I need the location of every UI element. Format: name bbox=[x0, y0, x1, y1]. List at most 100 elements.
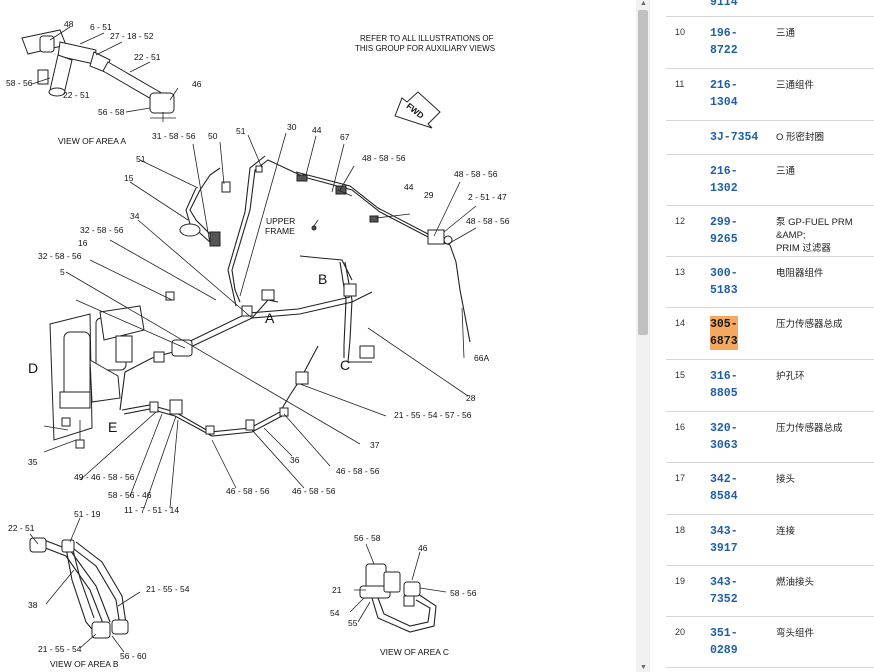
part-number-link[interactable]: 216-1304 bbox=[710, 79, 738, 109]
part-description: 弯头组件 bbox=[776, 628, 815, 639]
callout-44-b: 44 bbox=[404, 182, 414, 192]
callout-46-58-56-a: 46 - 58 - 56 bbox=[336, 466, 380, 476]
part-number-link[interactable]: 316-8805 bbox=[710, 370, 738, 400]
view-b-label: VIEW OF AREA B bbox=[50, 659, 119, 669]
callout-30: 30 bbox=[287, 122, 297, 132]
table-row[interactable]: 216-1302 三通 bbox=[666, 155, 874, 206]
callout-22-51-b: 22 - 51 bbox=[8, 523, 35, 533]
callout-48: 48 bbox=[64, 19, 74, 29]
scroll-up-arrow-icon[interactable]: ▲ bbox=[640, 0, 647, 7]
callout-27-18-52: 27 - 18 - 52 bbox=[110, 31, 154, 41]
letter-b: B bbox=[318, 271, 327, 287]
callout-58-56-c: 58 - 56 bbox=[450, 588, 477, 598]
callout-38: 38 bbox=[28, 600, 38, 610]
callout-48-58-56-b: 48 - 58 - 56 bbox=[454, 169, 498, 179]
table-row[interactable]: 20 351-0289 弯头组件 bbox=[666, 617, 874, 668]
item-number: 12 bbox=[675, 216, 686, 226]
callout-5: 5 bbox=[60, 267, 65, 277]
callout-32-58-56-a: 32 - 58 - 56 bbox=[80, 225, 124, 235]
callout-51-a: 51 bbox=[236, 126, 246, 136]
part-number-link[interactable]: 351-0289 bbox=[710, 627, 738, 657]
part-number-partial[interactable]: 9114 bbox=[710, 0, 738, 9]
part-number-link[interactable]: 343-3917 bbox=[710, 525, 738, 555]
part-number-link[interactable]: 216-1302 bbox=[710, 165, 738, 195]
part-number-link[interactable]: 299-9265 bbox=[710, 216, 738, 246]
part-description: 三通 bbox=[776, 166, 796, 177]
diagram-svg: 48 6 - 51 27 - 18 - 52 22 - 51 58 - 56 2… bbox=[6, 19, 510, 669]
table-row[interactable]: 17 342-8584 接头 bbox=[666, 463, 874, 515]
callout-29: 29 bbox=[424, 190, 434, 200]
table-row[interactable]: 19 343-7352 燃油接头 bbox=[666, 566, 874, 617]
table-row[interactable]: 13 300-5183 电阻器组件 bbox=[666, 257, 874, 308]
callout-2-51-47: 2 - 51 - 47 bbox=[468, 192, 507, 202]
callout-67: 67 bbox=[340, 132, 350, 142]
part-number-link-highlighted[interactable]: 305-6873 bbox=[710, 316, 738, 350]
table-row-selected[interactable]: 14 305-6873 压力传感器总成 bbox=[666, 308, 874, 360]
item-number: 19 bbox=[675, 576, 686, 586]
scroll-thumb[interactable] bbox=[638, 10, 648, 335]
part-description: 三通 bbox=[776, 28, 796, 39]
part-description: 接头 bbox=[776, 474, 796, 485]
item-number: 17 bbox=[675, 473, 686, 483]
part-number-link[interactable]: 3J-7354 bbox=[710, 131, 759, 144]
table-row[interactable]: 12 299-9265 泵 GP-FUEL PRM &AMP; PRIM 过滤器 bbox=[666, 206, 874, 257]
callout-21-c: 21 bbox=[332, 585, 342, 595]
callout-48-58-56-c: 48 - 58 - 56 bbox=[466, 216, 510, 226]
scroll-down-arrow-icon[interactable]: ▼ bbox=[640, 664, 647, 671]
view-b-detail bbox=[29, 537, 129, 639]
fwd-arrow: FWD bbox=[394, 91, 441, 129]
letter-d: D bbox=[28, 360, 38, 376]
vertical-scrollbar[interactable]: ▲ ▼ bbox=[636, 0, 650, 672]
callout-22-51-mid: 22 - 51 bbox=[63, 90, 90, 100]
part-description: 压力传感器总成 bbox=[776, 319, 843, 330]
fuel-filter-assembly bbox=[43, 305, 145, 449]
callout-46-58-56-b: 46 - 58 - 56 bbox=[226, 486, 270, 496]
callout-55-c: 55 bbox=[348, 618, 358, 628]
part-number-link[interactable]: 196-8722 bbox=[710, 27, 738, 57]
callout-46-c: 46 bbox=[418, 543, 428, 553]
letter-c: C bbox=[340, 357, 350, 373]
callout-58-56-top: 58 - 56 bbox=[6, 78, 33, 88]
item-number: 18 bbox=[675, 525, 686, 535]
part-number-link[interactable]: 320-3063 bbox=[710, 422, 738, 452]
callout-58-56-46: 58 - 56 - 46 bbox=[108, 490, 152, 500]
clamps bbox=[149, 165, 453, 435]
part-description: 连接 bbox=[776, 526, 796, 537]
callout-28: 28 bbox=[466, 393, 476, 403]
part-number-link[interactable]: 300-5183 bbox=[710, 267, 738, 297]
view-a-detail bbox=[21, 29, 176, 122]
item-number: 15 bbox=[675, 370, 686, 380]
table-row[interactable]: 10 196-8722 三通 bbox=[666, 17, 874, 69]
upper-frame-line-1: UPPER bbox=[266, 216, 295, 226]
callout-21-55-54-57-56: 21 - 55 - 54 - 57 - 56 bbox=[394, 410, 472, 420]
table-row[interactable]: 3J-7354 O 形密封圈 bbox=[666, 121, 874, 155]
letter-e: E bbox=[108, 419, 117, 435]
note-line-1: REFER TO ALL ILLUSTRATIONS OF bbox=[360, 34, 494, 43]
letter-a: A bbox=[265, 310, 275, 326]
part-number-link[interactable]: 342-8584 bbox=[710, 473, 738, 503]
callout-56-58: 56 - 58 bbox=[98, 107, 125, 117]
callout-34: 34 bbox=[130, 211, 140, 221]
view-c-detail bbox=[359, 563, 437, 633]
table-row[interactable]: 11 216-1304 三通组件 bbox=[666, 69, 874, 121]
part-description: 燃油接头 bbox=[776, 577, 815, 588]
callout-35: 35 bbox=[28, 457, 38, 467]
table-row[interactable]: 15 316-8805 护孔环 bbox=[666, 360, 874, 412]
callout-56-60: 56 - 60 bbox=[120, 651, 147, 661]
callout-46-58-56-c: 46 - 58 - 56 bbox=[292, 486, 336, 496]
table-row[interactable]: 16 320-3063 压力传感器总成 bbox=[666, 412, 874, 463]
parts-list: 9114 10 196-8722 三通 11 216-1304 三通组件 3J-… bbox=[666, 0, 874, 672]
upper-frame-line-2: FRAME bbox=[265, 226, 295, 236]
callout-54-c: 54 bbox=[330, 608, 340, 618]
callout-46-top: 46 bbox=[192, 79, 202, 89]
callout-51-19: 51 - 19 bbox=[74, 509, 101, 519]
table-row[interactable]: 18 343-3917 连接 bbox=[666, 515, 874, 566]
view-a-label: VIEW OF AREA A bbox=[58, 136, 126, 146]
part-description: 护孔环 bbox=[776, 371, 805, 382]
item-number: 20 bbox=[675, 627, 686, 637]
part-number-link[interactable]: 343-7352 bbox=[710, 576, 738, 606]
item-number: 14 bbox=[675, 318, 686, 328]
callout-66a: 66A bbox=[474, 353, 489, 363]
callout-11-7-51-14: 11 - 7 - 51 - 14 bbox=[124, 505, 179, 515]
callout-36: 36 bbox=[290, 455, 300, 465]
